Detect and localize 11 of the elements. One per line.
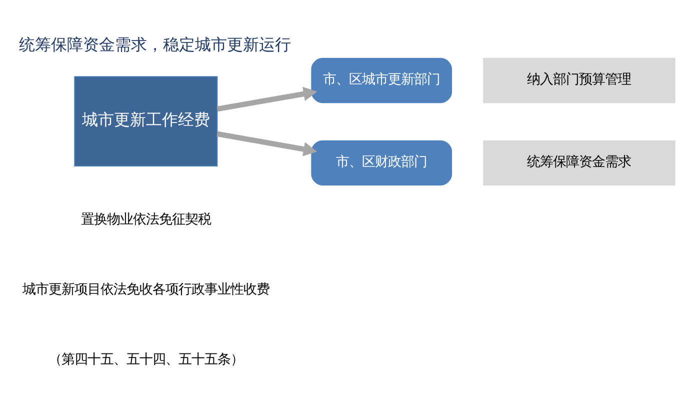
diagram-title: 统筹保障资金需求，稳定城市更新运行 (19, 36, 292, 54)
label: 城市更新项目依法免收各项行政事业性收费 (22, 282, 270, 297)
label: （第四十五、五十四、五十五条） (48, 352, 244, 367)
arrow (216, 131, 318, 156)
label: 置换物业依法免征契税 (80, 212, 211, 227)
node-box: 纳入部门预算管理 (483, 58, 676, 104)
arrow (216, 86, 318, 112)
node-box: 市、区财政部门 (311, 140, 452, 186)
node-box: 城市更新工作经费 (74, 76, 218, 166)
node-box: 市、区城市更新部门 (311, 58, 452, 104)
node-box: 统筹保障资金需求 (483, 140, 676, 186)
